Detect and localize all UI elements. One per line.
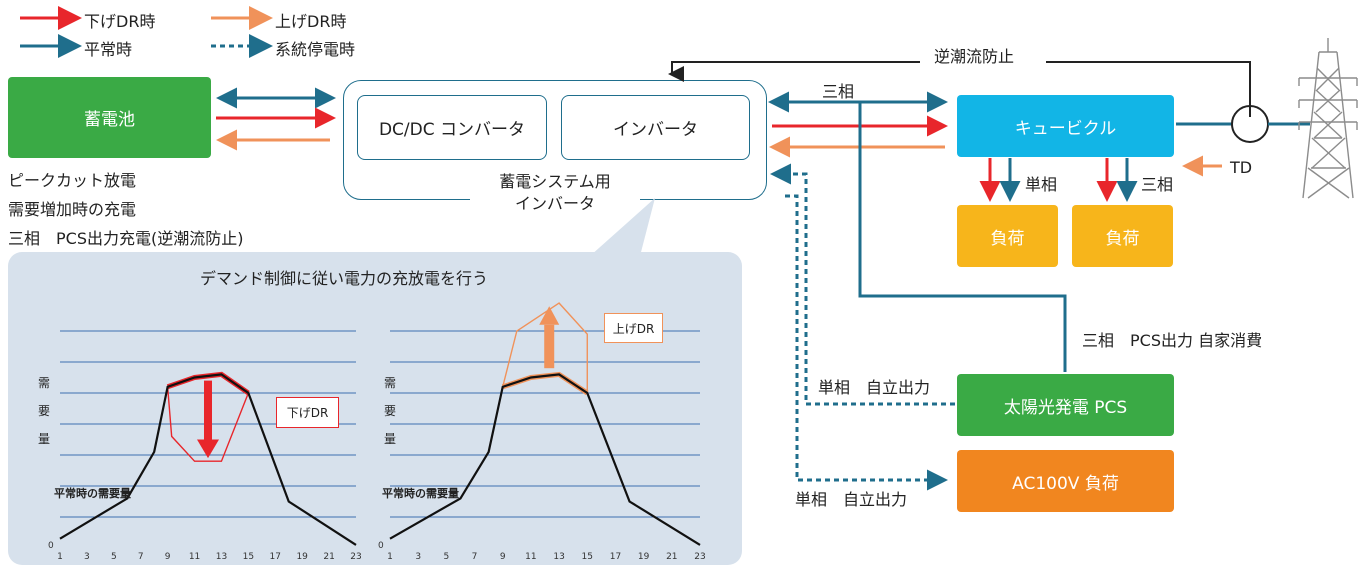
normal-demand-label-left: 平常時の需要量 [54, 487, 131, 500]
dcdc-converter-box: DC/DC コンバータ [357, 95, 547, 160]
x-tick-label: 1 [387, 552, 393, 562]
x-tick-label: 3 [415, 552, 421, 562]
ylabel-char-3-right: 量 [384, 432, 397, 446]
x-tick-label: 15 [243, 552, 254, 562]
down-arrow-head [197, 439, 219, 459]
power-tower-icon [1298, 38, 1358, 199]
x-tick-label: 15 [582, 552, 593, 562]
x-tick-label: 17 [610, 552, 621, 562]
up-arrow-shaft [544, 324, 555, 369]
load-box-1: 負荷 [957, 205, 1058, 267]
inverter-caption-line1: 蓄電システム用 [499, 172, 611, 191]
x-tick-label: 1 [57, 552, 63, 562]
ac-load-box: AC100V 負荷 [957, 450, 1174, 512]
cubicle-box: キュービクル [957, 95, 1174, 157]
x-tick-label: 11 [525, 552, 536, 562]
normal-demand-label-right: 平常時の需要量 [382, 487, 459, 500]
x-tick-label: 23 [350, 552, 361, 562]
x-tick-label: 21 [323, 552, 334, 562]
demand-line [59, 373, 357, 546]
down-arrow-shaft [204, 380, 212, 440]
down-dr-label-box: 下げDR [276, 397, 339, 428]
up-arrow-head [539, 306, 560, 325]
cubicle-label: キュービクル [1014, 118, 1117, 139]
td-label: TD [1230, 158, 1253, 177]
battery-note-3: 三相 PCS出力充電(逆潮流防止) [8, 229, 244, 248]
battery-note-1: ピークカット放電 [8, 171, 137, 190]
inverter-label: インバータ [613, 120, 698, 140]
x-tick-label: 7 [472, 552, 478, 562]
legend-outage: 系統停電時 [275, 40, 356, 59]
x-tick-label: 17 [270, 552, 281, 562]
ylabel-char-2-right: 要 [384, 404, 397, 418]
dcdc-label: DC/DC コンバータ [378, 120, 526, 140]
x-tick-label: 19 [296, 552, 308, 562]
inverter-caption: 蓄電システム用 インバータ [470, 171, 640, 215]
pv-output-label: 三相 PCS出力 自家消費 [1082, 331, 1263, 350]
demand-line [389, 373, 701, 546]
three-phase-label: 三相 [1141, 175, 1174, 194]
ylabel-char-1-right: 需 [384, 376, 397, 390]
reverse-flow-label: 逆潮流防止 [928, 43, 1021, 67]
x-tick-label: 5 [443, 552, 449, 562]
ac-load-label: AC100V 負荷 [1012, 473, 1119, 494]
x-tick-label: 19 [638, 552, 650, 562]
load-label-2: 負荷 [1105, 228, 1140, 249]
independent-output-2: 単相 自立出力 [795, 490, 908, 509]
x-tick-label: 13 [553, 552, 564, 562]
x-tick-label: 5 [111, 552, 117, 562]
x-tick-label: 9 [165, 552, 171, 562]
load-label-1: 負荷 [990, 228, 1025, 249]
x-tick-label: 3 [84, 552, 90, 562]
y-tick-label: 0 [378, 541, 384, 551]
y-tick-label: 0 [48, 541, 54, 551]
independent-output-1: 単相 自立出力 [818, 378, 931, 397]
demand-control-panel [8, 252, 742, 565]
legend-normal: 平常時 [84, 40, 133, 59]
inverter-box: インバータ [561, 95, 750, 160]
ylabel-char-2-left: 要 [38, 404, 51, 418]
x-tick-label: 11 [189, 552, 200, 562]
panel-title: デマンド制御に従い電力の充放電を行う [200, 269, 489, 288]
battery-note-2: 需要増加時の充電 [8, 200, 137, 219]
battery-label: 蓄電池 [84, 110, 135, 130]
battery-box: 蓄電池 [8, 77, 211, 158]
legend-down-dr: 下げDR時 [84, 12, 156, 31]
ylabel-char-1-left: 需 [38, 376, 51, 390]
up-dr-label-box: 上げDR [604, 313, 663, 343]
legend-arrows [20, 6, 273, 58]
x-tick-label: 21 [666, 552, 677, 562]
x-tick-label: 13 [216, 552, 227, 562]
pv-pcs-label: 太陽光発電 PCS [1003, 397, 1128, 418]
up-dr-label: 上げDR [612, 321, 655, 336]
pv-pcs-box: 太陽光発電 PCS [957, 374, 1174, 436]
down-dr-label: 下げDR [286, 406, 329, 420]
load-box-2: 負荷 [1072, 205, 1173, 267]
legend-up-dr: 上げDR時 [275, 12, 347, 31]
single-phase-label: 単相 [1025, 175, 1058, 194]
x-tick-label: 7 [138, 552, 144, 562]
three-phase-top-label: 三相 [822, 82, 855, 101]
x-tick-label: 9 [500, 552, 506, 562]
inverter-caption-line2: インバータ [514, 194, 595, 213]
ylabel-char-3-left: 量 [38, 432, 51, 446]
x-tick-label: 23 [694, 552, 705, 562]
